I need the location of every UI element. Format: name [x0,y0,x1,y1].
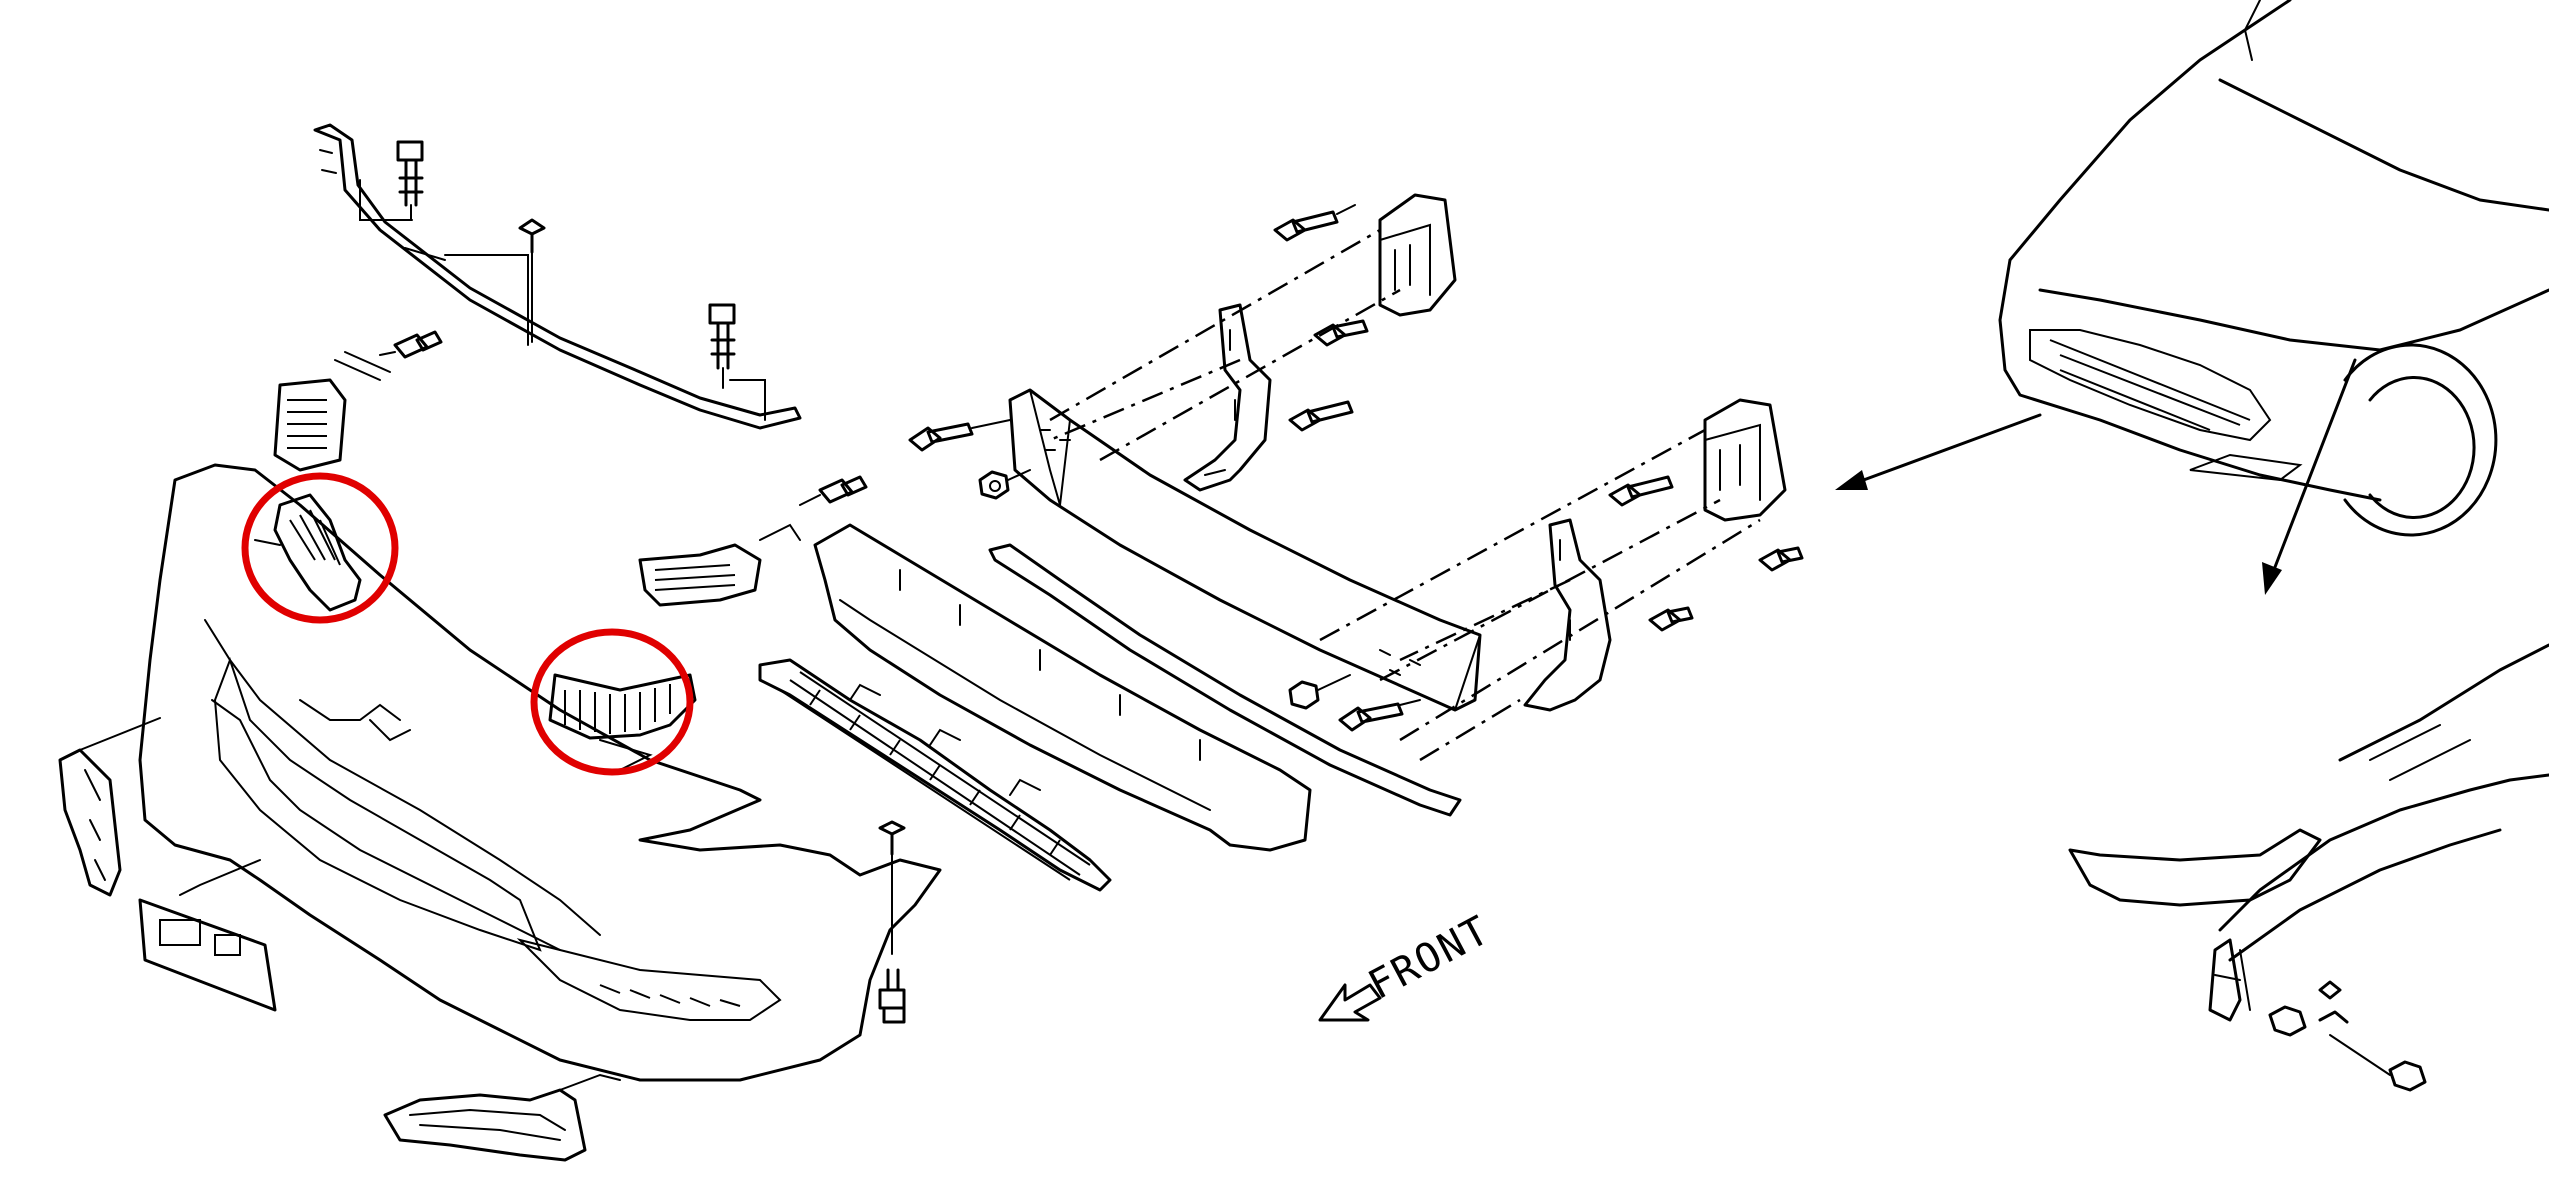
highlight-circle-left [241,472,399,624]
license-plate-bracket [138,859,277,1012]
bolt-stay-right-1 [1608,475,1674,507]
arrow-down-icon [2268,358,2357,582]
vehicle-overview [1998,0,2549,537]
bolt-stay-right-2 [1758,546,1804,572]
side-grille-center [638,523,801,607]
crash-box-right [1703,398,1787,522]
bolt-beam-right-1 [1288,674,1351,710]
upper-fascia-retainer [313,123,802,430]
crash-box-left [1378,193,1457,317]
energy-absorber [813,523,1312,852]
assembly-lines [1049,228,1761,762]
front-arrow-icon [1318,983,1382,1022]
front-label: FRONT [1361,907,1498,1009]
bolt-stay-right-3 [1648,606,1694,632]
front-bumper-fascia [138,463,942,1082]
reinforcement-strip [988,543,1462,817]
bolt-top [359,140,424,221]
side-grille-upper-left [273,351,391,472]
front-direction-indicator: FRONT [1318,907,1498,1022]
clip-lower [878,820,906,955]
side-marker-left [58,717,161,897]
bolt-beam-right-2 [1338,699,1421,732]
left-bumper-bracket [254,493,362,612]
bolt-lower [878,968,906,1024]
side-member-stay-right [1523,518,1612,712]
bolt-mid [708,303,766,421]
center-bumper-bracket [548,673,697,771]
bolt-stay-left-2 [1313,319,1369,347]
side-member-stay-left [1183,303,1272,492]
clip-top [518,218,546,343]
bumper-reinforcement-beam [1008,388,1482,712]
arrow-left-icon [1848,413,2042,487]
bolt-stay-left-3 [1288,400,1354,432]
nut-beam-left [978,469,1031,500]
fender [2068,643,2549,1092]
lower-grille [758,658,1112,892]
bolt-beam-left-1 [908,419,1011,452]
vehicle-arrows [1835,358,2357,595]
bolt-center-left [799,475,868,506]
bolt-stay-left-1 [1273,204,1356,242]
highlight-circle-center [530,628,694,776]
bolt-left-upper [379,330,443,359]
fog-lamp-finisher [383,1073,621,1162]
